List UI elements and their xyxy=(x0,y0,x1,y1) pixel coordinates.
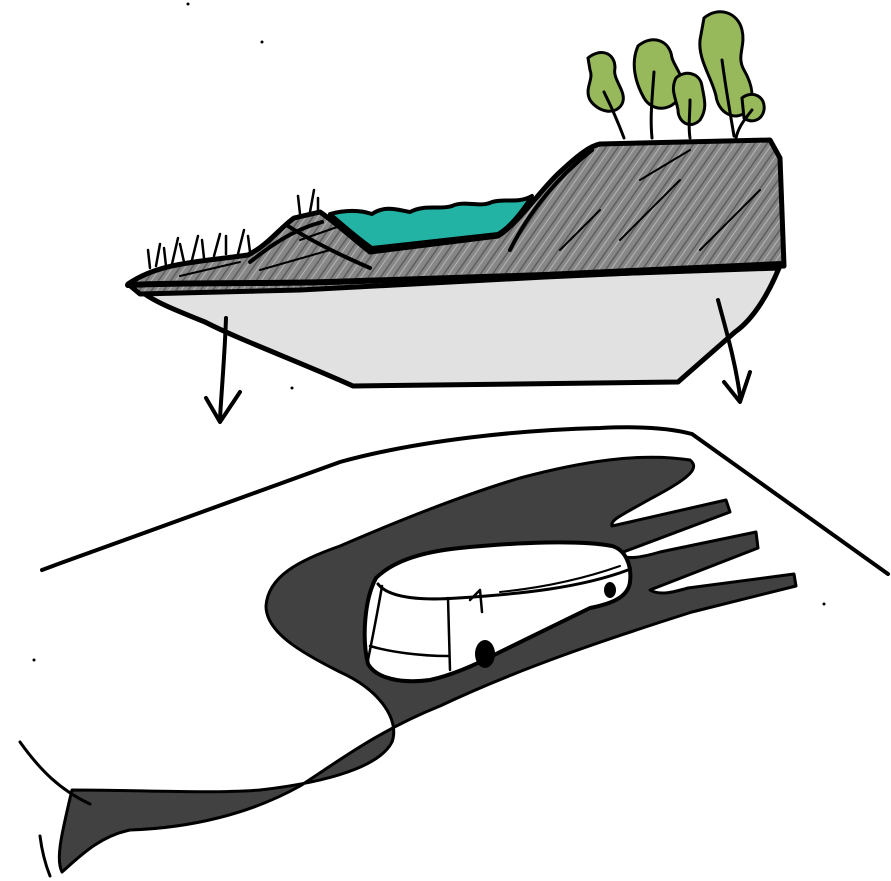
ground-plane xyxy=(20,3,888,877)
trees xyxy=(588,12,764,138)
bus-front-wheel xyxy=(475,640,495,668)
landscape-module xyxy=(128,12,784,422)
bus-rear-wheel xyxy=(604,582,616,598)
